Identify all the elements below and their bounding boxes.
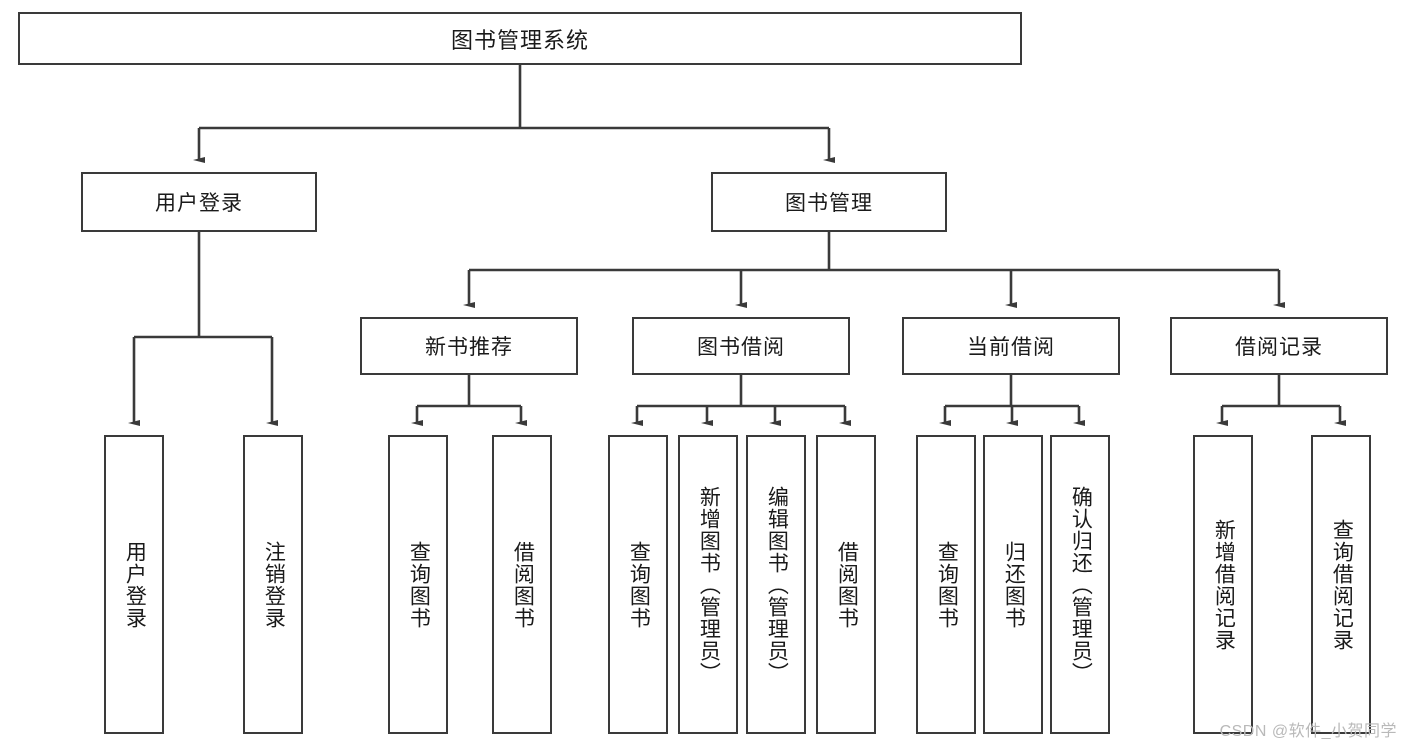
node-borrowing-record[interactable]: 借阅记录 bbox=[1170, 317, 1388, 375]
leaf-current-return-book[interactable]: 归还图书 bbox=[983, 435, 1043, 734]
node-label: 查询借阅记录 bbox=[1330, 518, 1354, 651]
node-label: 图书借阅 bbox=[697, 336, 785, 359]
leaf-borrow-add-book-admin[interactable]: 新增图书（管理员） bbox=[678, 435, 738, 734]
leaf-logout[interactable]: 注销登录 bbox=[243, 435, 303, 734]
leaf-borrow-borrow-book[interactable]: 借阅图书 bbox=[816, 435, 876, 734]
leaf-user-login[interactable]: 用户登录 bbox=[104, 435, 164, 734]
node-book-management[interactable]: 图书管理 bbox=[711, 172, 947, 232]
node-book-borrowing[interactable]: 图书借阅 bbox=[632, 317, 850, 375]
leaf-new-book-borrow[interactable]: 借阅图书 bbox=[492, 435, 552, 734]
node-new-book-recommendation[interactable]: 新书推荐 bbox=[360, 317, 578, 375]
leaf-record-query-borrow-record[interactable]: 查询借阅记录 bbox=[1311, 435, 1371, 734]
node-label: 用户登录 bbox=[155, 192, 243, 215]
node-label: 归还图书 bbox=[1002, 540, 1026, 629]
node-root-book-management-system[interactable]: 图书管理系统 bbox=[18, 12, 1022, 65]
node-label: 借阅图书 bbox=[511, 540, 535, 629]
node-current-borrowing[interactable]: 当前借阅 bbox=[902, 317, 1120, 375]
leaf-current-confirm-return-admin[interactable]: 确认归还（管理员） bbox=[1050, 435, 1110, 734]
node-label: 当前借阅 bbox=[967, 336, 1055, 359]
watermark: CSDN @软件_小贺同学 bbox=[1219, 723, 1397, 740]
node-label: 借阅记录 bbox=[1235, 336, 1323, 359]
node-label: 查询图书 bbox=[407, 540, 431, 629]
leaf-borrow-query-book[interactable]: 查询图书 bbox=[608, 435, 668, 734]
leaf-new-book-query[interactable]: 查询图书 bbox=[388, 435, 448, 734]
node-label: 新增图书（管理员） bbox=[697, 485, 721, 684]
node-label: 查询图书 bbox=[935, 540, 959, 629]
node-label: 查询图书 bbox=[627, 540, 651, 629]
node-label: 注销登录 bbox=[262, 540, 286, 629]
leaf-borrow-edit-book-admin[interactable]: 编辑图书（管理员） bbox=[746, 435, 806, 734]
node-label: 确认归还（管理员） bbox=[1069, 485, 1093, 684]
leaf-record-add-borrow-record[interactable]: 新增借阅记录 bbox=[1193, 435, 1253, 734]
node-label: 借阅图书 bbox=[835, 540, 859, 629]
node-label: 图书管理 bbox=[785, 192, 873, 215]
leaf-current-query-book[interactable]: 查询图书 bbox=[916, 435, 976, 734]
node-user-login[interactable]: 用户登录 bbox=[81, 172, 317, 232]
node-label: 编辑图书（管理员） bbox=[765, 485, 789, 684]
node-label: 新书推荐 bbox=[425, 336, 513, 359]
node-label: 用户登录 bbox=[123, 540, 147, 629]
node-label: 新增借阅记录 bbox=[1212, 518, 1236, 651]
node-label: 图书管理系统 bbox=[450, 27, 589, 53]
